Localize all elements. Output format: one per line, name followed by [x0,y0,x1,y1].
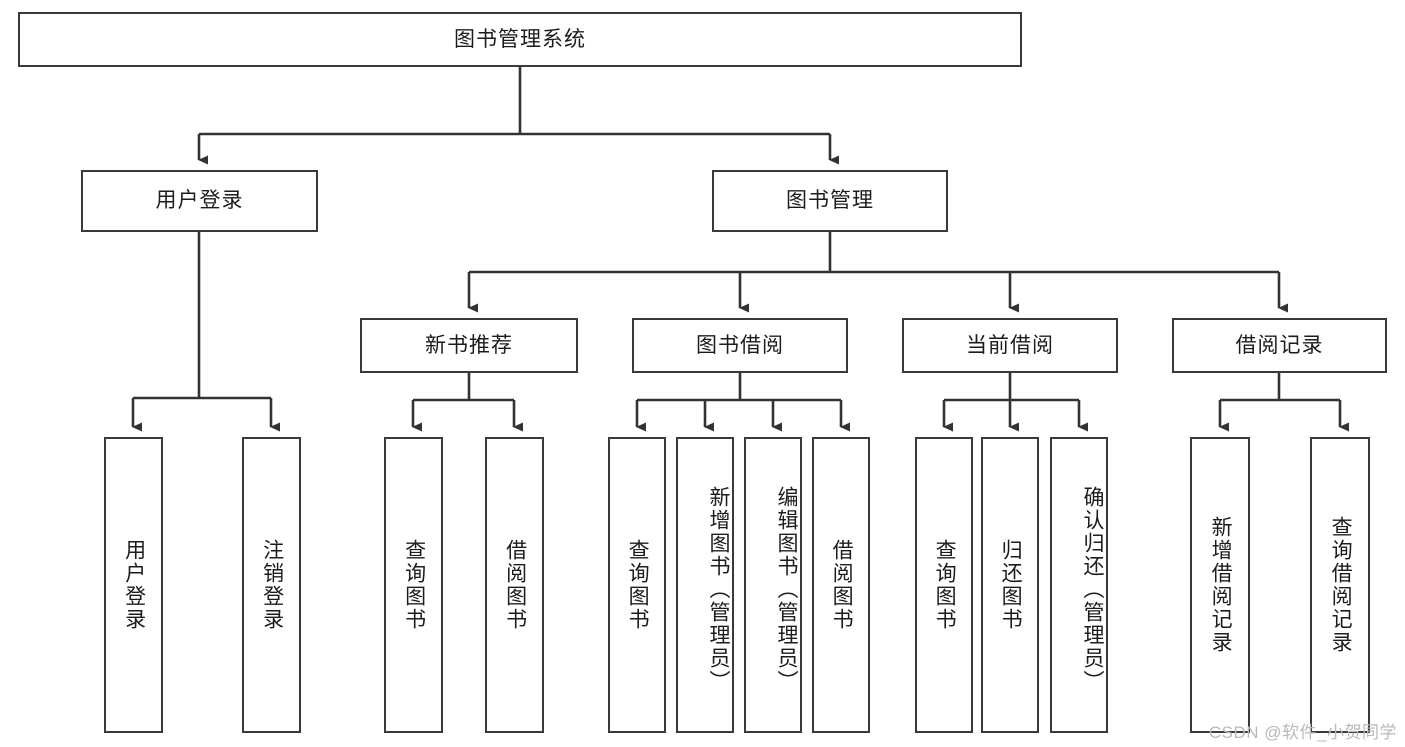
leaf-borrow-edit-book-admin[interactable]: 编辑图书（管理员） [744,437,802,733]
node-label: 图书管理 [786,189,874,213]
leaf-borrow-borrow-book[interactable]: 借阅图书 [812,437,870,733]
leaf-user-login-signin[interactable]: 用户登录 [104,437,163,733]
node-label: 新增借阅记录 [1209,516,1233,654]
leaf-record-query-borrow-record[interactable]: 查询借阅记录 [1310,437,1370,733]
node-book-borrow[interactable]: 图书借阅 [632,318,848,373]
leaf-current-query-book[interactable]: 查询图书 [915,437,973,733]
leaf-borrow-query-book[interactable]: 查询图书 [608,437,666,733]
node-label: 编辑图书（管理员） [775,485,798,693]
node-label: 借阅图书 [830,539,854,631]
leaf-current-return-book[interactable]: 归还图书 [981,437,1039,733]
node-label: 查询借阅记录 [1329,516,1353,654]
node-label: 图书管理系统 [454,27,586,51]
node-root-system[interactable]: 图书管理系统 [18,12,1022,67]
watermark-text: CSDN @软件_小贺同学 [1208,723,1397,742]
node-label: 借阅记录 [1235,333,1324,357]
node-user-login[interactable]: 用户登录 [81,170,318,232]
node-label: 新书推荐 [425,333,513,357]
leaf-user-login-signout[interactable]: 注销登录 [242,437,301,733]
leaf-current-confirm-return-admin[interactable]: 确认归还（管理员） [1050,437,1108,733]
node-current-borrow[interactable]: 当前借阅 [902,318,1118,373]
node-new-book-recommend[interactable]: 新书推荐 [360,318,578,373]
leaf-record-add-borrow-record[interactable]: 新增借阅记录 [1190,437,1250,733]
node-label: 用户登录 [122,539,146,631]
node-label: 归还图书 [999,539,1023,631]
leaf-borrow-add-book-admin[interactable]: 新增图书（管理员） [676,437,734,733]
leaf-new-book-borrow[interactable]: 借阅图书 [485,437,544,733]
node-book-management[interactable]: 图书管理 [712,170,948,232]
node-label: 查询图书 [402,539,426,631]
node-label: 注销登录 [260,539,284,631]
node-label: 图书借阅 [696,333,784,357]
node-label: 借阅图书 [503,539,527,631]
node-label: 确认归还（管理员） [1081,485,1104,693]
node-label: 用户登录 [155,189,244,213]
node-label: 新增图书（管理员） [707,485,730,693]
node-borrow-record[interactable]: 借阅记录 [1172,318,1387,373]
leaf-new-book-query[interactable]: 查询图书 [384,437,443,733]
node-label: 查询图书 [933,539,957,631]
node-label: 查询图书 [626,539,650,631]
node-label: 当前借阅 [966,333,1054,357]
